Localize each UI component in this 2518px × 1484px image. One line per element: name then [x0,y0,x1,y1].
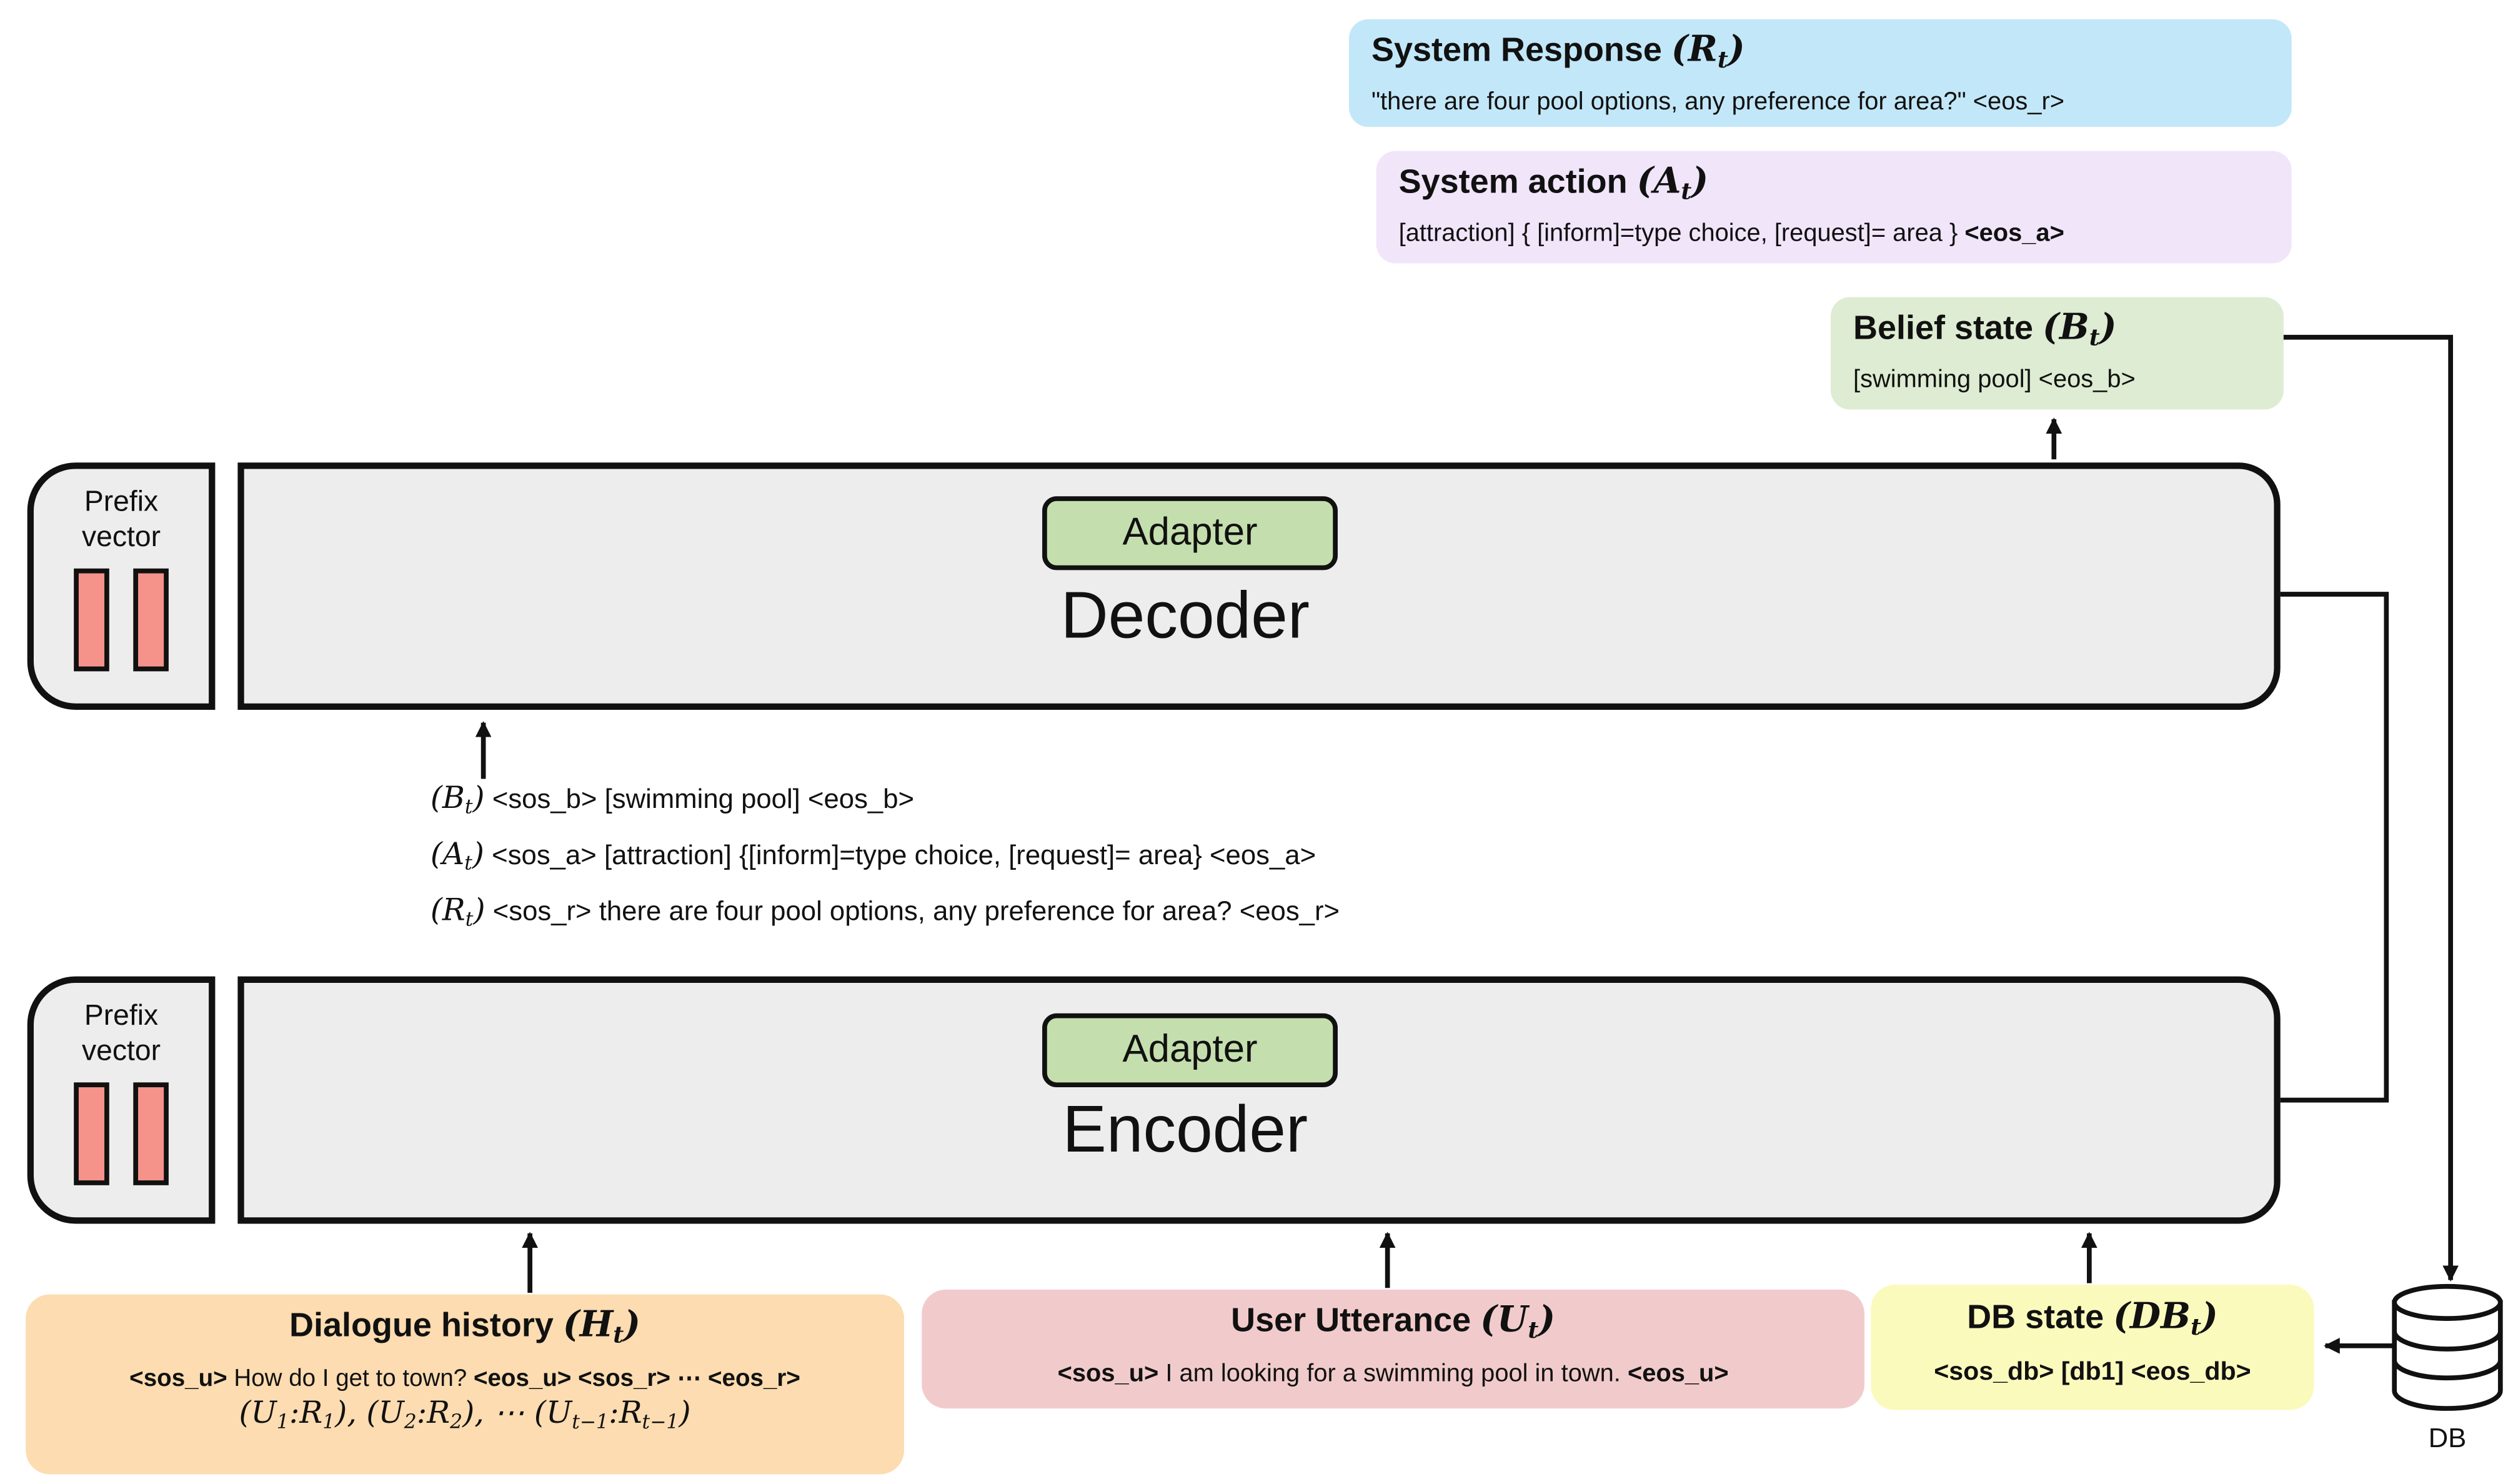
connector-encoder-decoder [2280,592,2389,1103]
dialogue-history-title: Dialogue history (Ht) [289,1304,641,1349]
db-state-line: <sos_db> [db1] <eos_db> [1934,1358,2251,1387]
belief-state-title: Belief state (Bt) [1853,306,2117,352]
db-label: DB [2428,1423,2467,1454]
adapter-box-encoder: Adapter [1042,1013,1338,1088]
action-sequence-line: (At) <sos_a> [attraction] {[inform]=type… [430,837,1316,875]
user-utterance-box: User Utterance (Ut) <sos_u> I am looking… [922,1289,1865,1409]
belief-state-box: Belief state (Bt) [swimming pool] <eos_b… [1831,297,2284,410]
prefix-bars [34,1082,209,1185]
arrow-belief-to-db [2283,334,2459,1282]
db-state-title: DB state (DBt) [1967,1296,2218,1342]
prefix-bar [74,568,109,672]
prefix-bar [74,1082,109,1185]
system-action-body: [attraction] { [inform]=type choice, [re… [1398,220,2064,247]
db-state-box: DB state (DBt) <sos_db> [db1] <eos_db> [1871,1285,2314,1410]
user-utterance-line: <sos_u> I am looking for a swimming pool… [1057,1360,1729,1388]
prefix-bar [133,568,169,672]
belief-sequence-line: (Bt) <sos_b> [swimming pool] <eos_b> [430,780,915,819]
encoder-label: Encoder [1062,1092,1308,1166]
database-icon [2392,1283,2503,1411]
adapter-label: Adapter [1122,510,1258,554]
dialogue-history-line1: <sos_u> How do I get to town? <eos_u> <s… [129,1365,800,1393]
system-response-title: System Response (Rt) [1371,29,1745,74]
prefix-bar [133,1082,169,1185]
adapter-label: Adapter [1122,1027,1258,1072]
belief-state-body: [swimming pool] <eos_b> [1853,366,2136,394]
system-response-body: "there are four pool options, any prefer… [1371,88,2064,116]
response-sequence-line: (Rt) <sos_r> there are four pool options… [430,893,1340,931]
system-action-title: System action (At) [1398,161,1709,206]
adapter-box-decoder: Adapter [1042,496,1338,570]
system-action-box: System action (At) [attraction] { [infor… [1376,151,2292,264]
system-response-box: System Response (Rt) "there are four poo… [1348,19,2292,127]
prefix-bars [34,568,209,672]
dialogue-history-box: Dialogue history (Ht) <sos_u> How do I g… [26,1294,905,1475]
dialogue-history-line2: (U1:R1), (U2:R2), ⋯ (Ut−1:Rt−1) [239,1395,691,1433]
user-utterance-title: User Utterance (Ut) [1231,1299,1556,1345]
decoder-label: Decoder [1060,578,1310,652]
